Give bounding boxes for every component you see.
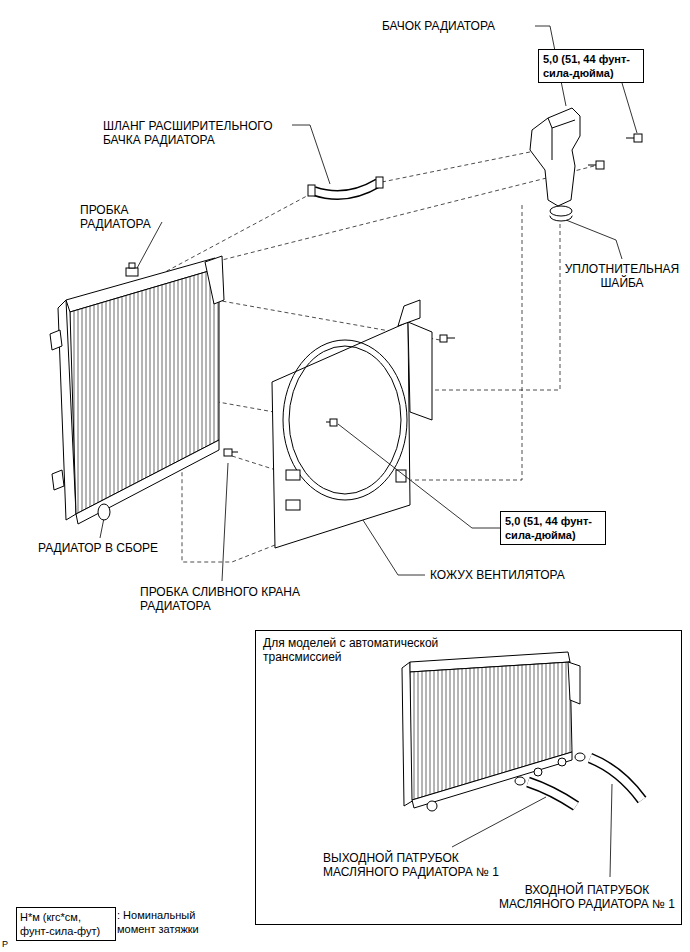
fan-shroud: [286, 500, 300, 510]
reservoir-tank: [530, 108, 580, 221]
fan-shroud: [289, 346, 401, 494]
reservoir-hose: [314, 183, 378, 195]
inset-radiator: [412, 752, 572, 808]
unit-box: Н*м (кгс*см, фунт-сила-фут): [16, 907, 116, 941]
inset-radiator: [534, 768, 542, 776]
oil-cooler-hose: [575, 753, 585, 761]
fan-shroud: [398, 300, 420, 326]
radiator-assembly: [129, 263, 135, 268]
radiator-assembly: [126, 268, 138, 276]
oil-cooler-hose: [528, 782, 576, 806]
bolt: [596, 161, 604, 169]
dashed-guide: [214, 166, 594, 262]
part-label: ВЫХОДНОЙ ПАТРУБОК МАСЛЯНОГО РАДИАТОРА № …: [323, 851, 518, 879]
part-label: БАЧОК РАДИАТОРА: [382, 19, 532, 33]
fan-shroud: [286, 470, 300, 480]
inset-radiator: [402, 652, 580, 811]
oil-cooler-hose: [515, 753, 642, 806]
torque-value: 5,0 (51, 44 фунт-сила-дюйма): [543, 52, 639, 80]
torque-box: 5,0 (51, 44 фунт-сила-дюйма): [500, 511, 606, 545]
dashed-guide: [433, 224, 560, 390]
part-label: КОЖУХ ВЕНТИЛЯТОРА: [430, 568, 610, 582]
part-label: ВХОДНОЙ ПАТРУБОК МАСЛЯНОГО РАДИАТОРА № 1: [492, 883, 682, 911]
fan-shroud: [408, 322, 432, 420]
oil-cooler-hose: [590, 758, 642, 800]
leader-line: [292, 125, 330, 184]
bolt: [326, 422, 330, 423]
inset-radiator: [427, 801, 437, 811]
leader-line: [566, 220, 622, 259]
radiator-assembly: [50, 330, 62, 350]
bolt: [634, 134, 642, 142]
reservoir-hose: [308, 185, 315, 196]
reservoir-tank: [530, 108, 580, 206]
leader-line: [222, 463, 228, 581]
radiator-assembly: [224, 449, 232, 456]
reservoir-hose: [308, 177, 383, 196]
fan-shroud: [272, 300, 432, 548]
bolt: [330, 419, 337, 426]
part-label: УПЛОТНИТЕЛЬНАЯ ШАЙБА: [560, 262, 684, 290]
leader-line: [622, 83, 637, 133]
leader-line: [452, 797, 546, 847]
bolt: [626, 138, 634, 139]
bolt: [326, 134, 642, 426]
inset-radiator: [558, 758, 566, 766]
radiator-assembly: [52, 470, 64, 490]
radiator-assembly: [205, 256, 224, 304]
reservoir-tank: [552, 128, 553, 160]
oil-cooler-hose: [590, 758, 642, 800]
reservoir-tank: [550, 206, 572, 216]
reservoir-hose: [376, 177, 383, 188]
part-label: ШЛАНГ РАСШИРИТЕЛЬНОГО БАЧКА РАДИАТОРА: [103, 119, 288, 147]
fan-shroud: [272, 322, 410, 548]
figure-code: P: [2, 938, 22, 950]
reservoir-tank: [548, 118, 575, 128]
part-label: РАДИАТОР В СБОРЕ: [38, 541, 188, 555]
bolt: [447, 338, 455, 339]
leader-line: [100, 518, 104, 538]
dashed-guide: [182, 470, 275, 562]
inset-radiator: [568, 662, 580, 704]
dashed-guide: [165, 152, 594, 562]
unit-text: Н*м (кгс*см, фунт-сила-фут): [20, 910, 112, 938]
torque-value: 5,0 (51, 44 фунт-сила-дюйма): [505, 514, 601, 542]
torque-box: 5,0 (51, 44 фунт-сила-дюйма): [538, 49, 644, 83]
bolt: [440, 335, 447, 342]
part-label: ПРОБКА СЛИВНОГО КРАНА РАДИАТОРА: [140, 585, 340, 613]
dashed-guide: [382, 152, 530, 182]
radiator-assembly: [50, 256, 238, 524]
radiator-assembly: [232, 452, 238, 453]
dashed-guide: [232, 456, 276, 470]
inset-heading: Для моделей с автоматической трансмиссие…: [263, 636, 468, 664]
part-label: ПРОБКА РАДИАТОРА: [80, 203, 170, 231]
fan-shroud: [283, 340, 407, 500]
reservoir-hose: [314, 183, 378, 195]
bolt: [588, 165, 596, 166]
oil-cooler-hose: [515, 777, 525, 785]
radiator-assembly: [76, 440, 219, 524]
legend-meaning: : Номинальный момент затяжки: [117, 908, 222, 936]
leader-line: [610, 784, 612, 877]
dashed-guide: [165, 190, 318, 272]
radiator-assembly: [98, 504, 110, 520]
leader-line: [338, 424, 500, 528]
radiator-assembly: [70, 268, 219, 514]
inset-panel: Для моделей с автоматической трансмиссие…: [255, 630, 682, 925]
oil-cooler-hose: [528, 782, 576, 806]
